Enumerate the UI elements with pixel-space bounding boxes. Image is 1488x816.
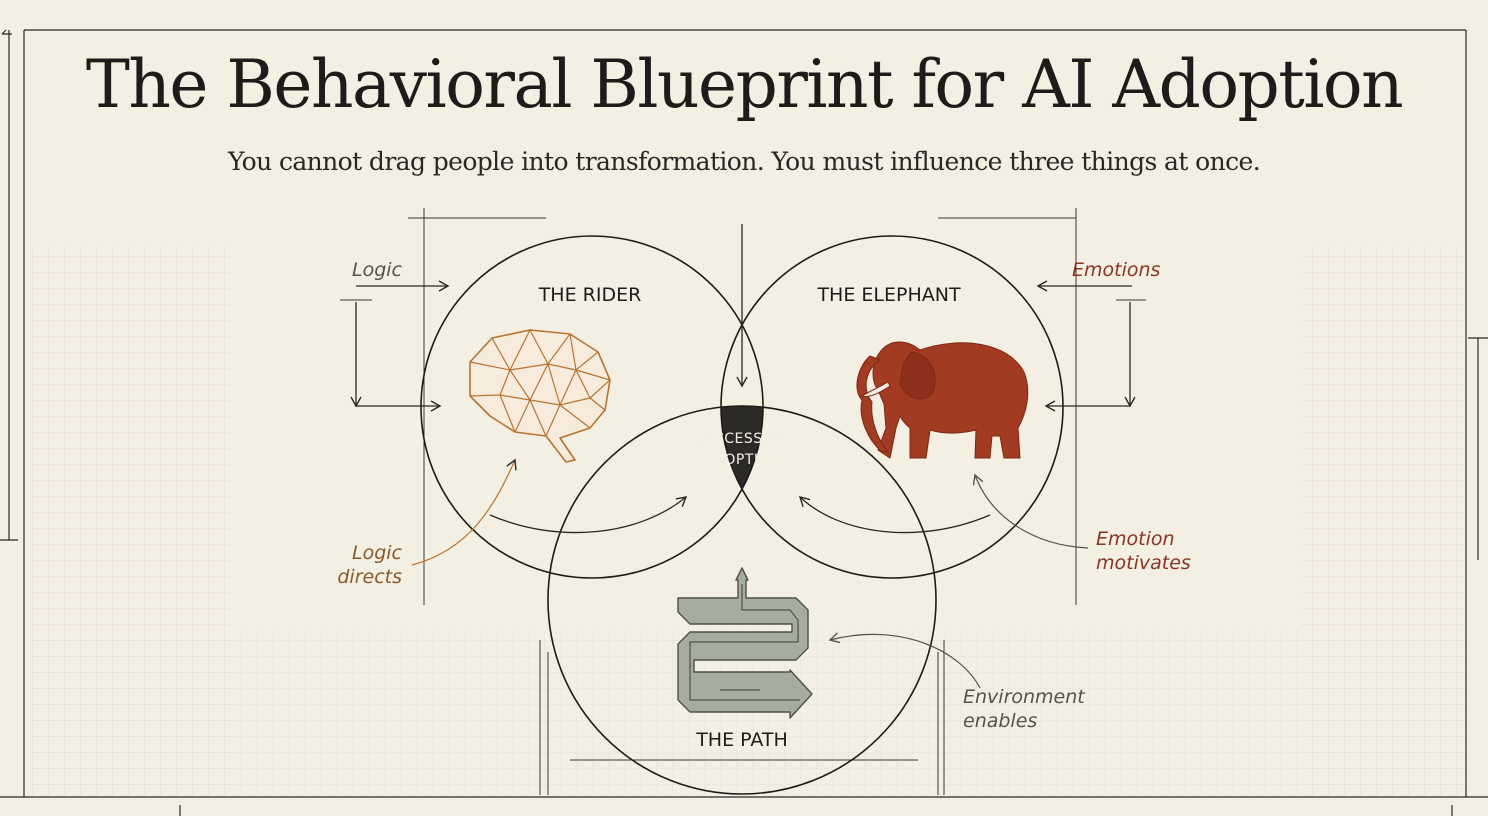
logic-directs-curve [411, 458, 517, 566]
logic-annotation: Logic [352, 259, 403, 281]
elephant-icon [856, 341, 1029, 459]
emotion-arrows [1036, 280, 1136, 412]
environment-enables-line2: enables [963, 710, 1037, 732]
page-title: The Behavioral Blueprint for AI Adoption [85, 46, 1404, 123]
path-circle [547, 405, 937, 795]
page-subtitle: You cannot drag people into transformati… [227, 147, 1261, 176]
environment-enables-line1: Environment [963, 686, 1086, 708]
path-label: THE PATH [695, 729, 788, 751]
center-label-line1: SUCCESSFUL [694, 431, 790, 447]
elephant-to-center-arrow [798, 496, 991, 534]
rider-to-center-arrow [489, 496, 688, 534]
environment-enables-curve [828, 632, 981, 689]
logic-directs-line1: Logic [352, 542, 403, 564]
logic-directs-line2: directs [337, 566, 402, 588]
center-label-line2: ADOPTION [703, 452, 781, 468]
emotion-motivates-line1: Emotion [1096, 528, 1175, 550]
winding-path-icon [677, 567, 813, 719]
logic-arrows [350, 280, 450, 412]
rider-label: THE RIDER [538, 284, 642, 306]
brain-icon [469, 329, 611, 463]
frame-lines [0, 29, 1488, 816]
emotions-annotation: Emotions [1072, 259, 1161, 281]
elephant-label: THE ELEPHANT [816, 284, 960, 306]
emotion-motivates-curve [972, 473, 1089, 549]
emotion-motivates-line2: motivates [1096, 552, 1191, 574]
